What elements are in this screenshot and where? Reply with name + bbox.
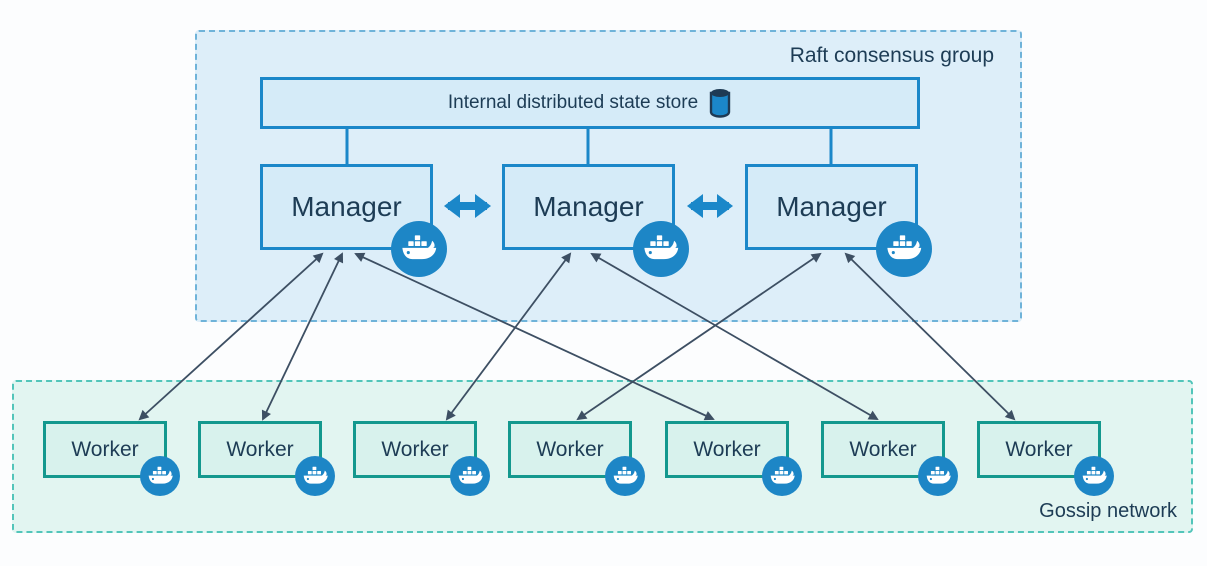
docker-icon: [295, 456, 335, 496]
docker-icon: [762, 456, 802, 496]
state-store-label: Internal distributed state store: [447, 92, 699, 113]
worker-label: Worker: [381, 437, 449, 461]
manager-node-2: Manager: [502, 164, 689, 277]
worker-node-4: Worker: [508, 421, 645, 496]
worker-node-2: Worker: [198, 421, 335, 496]
docker-icon: [140, 456, 180, 496]
worker-label: Worker: [1005, 437, 1073, 461]
docker-icon: [633, 221, 689, 277]
worker-label: Worker: [71, 437, 139, 461]
worker-node-6: Worker: [821, 421, 958, 496]
worker-node-3: Worker: [353, 421, 490, 496]
manager-node-3: Manager: [745, 164, 932, 277]
manager-label: Manager: [533, 191, 644, 222]
raft-group-label: Raft consensus group: [789, 44, 994, 67]
docker-icon: [876, 221, 932, 277]
gossip-network-label: Gossip network: [1039, 500, 1177, 522]
docker-icon: [1074, 456, 1114, 496]
docker-icon: [918, 456, 958, 496]
manager-node-1: Manager: [260, 164, 447, 277]
worker-label: Worker: [849, 437, 917, 461]
worker-node-7: Worker: [977, 421, 1114, 496]
docker-icon: [605, 456, 645, 496]
database-icon: [709, 89, 731, 118]
docker-icon: [450, 456, 490, 496]
worker-label: Worker: [693, 437, 761, 461]
manager-label: Manager: [776, 191, 887, 222]
worker-label: Worker: [226, 437, 294, 461]
worker-label: Worker: [536, 437, 604, 461]
worker-node-5: Worker: [665, 421, 802, 496]
docker-icon: [391, 221, 447, 277]
worker-node-1: Worker: [43, 421, 180, 496]
manager-label: Manager: [291, 191, 402, 222]
state-store-box: Internal distributed state store: [260, 77, 920, 129]
